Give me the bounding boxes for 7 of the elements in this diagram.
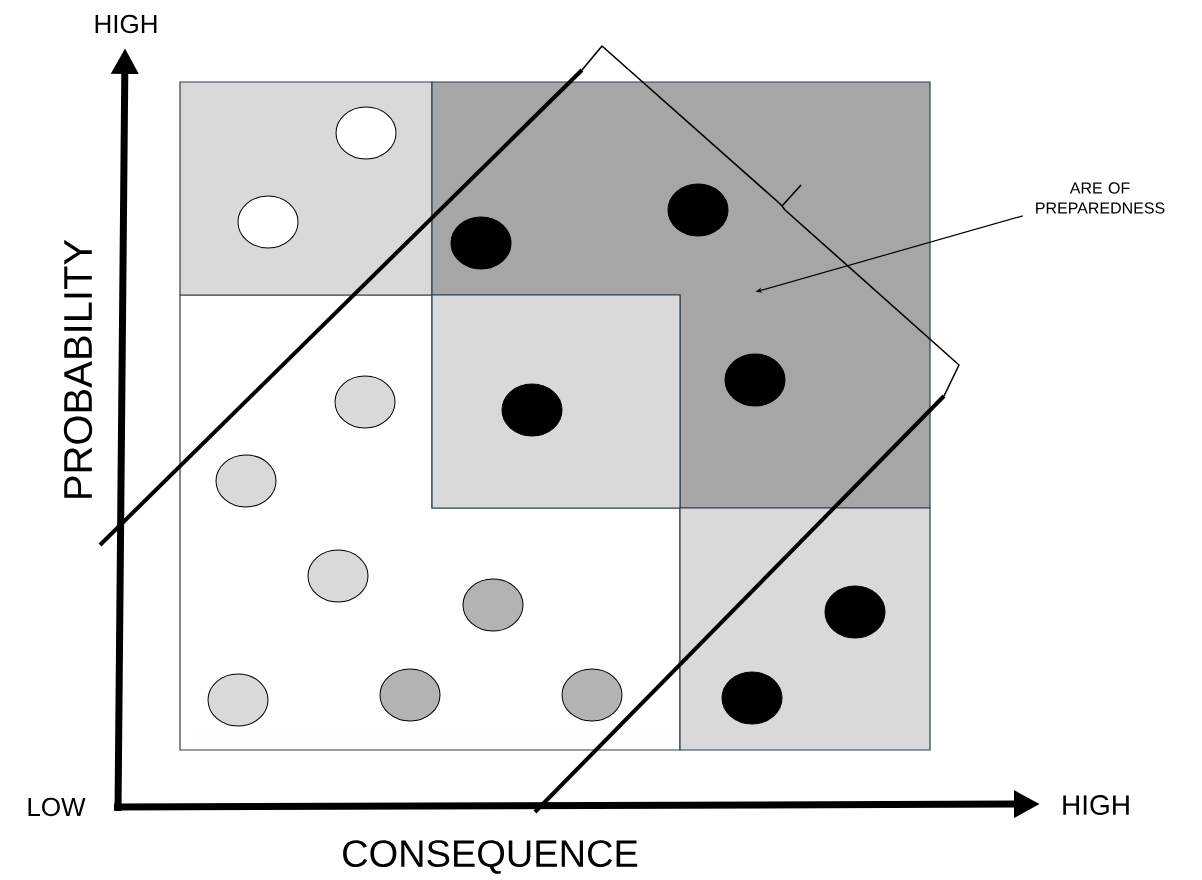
axis-label: CONSEQUENCE [343, 840, 638, 874]
axis-label: LOW [28, 797, 86, 817]
axis-label: HIGH [95, 14, 157, 34]
axis-label: HIGH [1063, 795, 1129, 815]
axis-label: PROBABILITY [63, 239, 93, 498]
annotation-text: ARE OF PREPAREDNESS [1036, 182, 1165, 214]
risk-zone [431, 81, 931, 509]
